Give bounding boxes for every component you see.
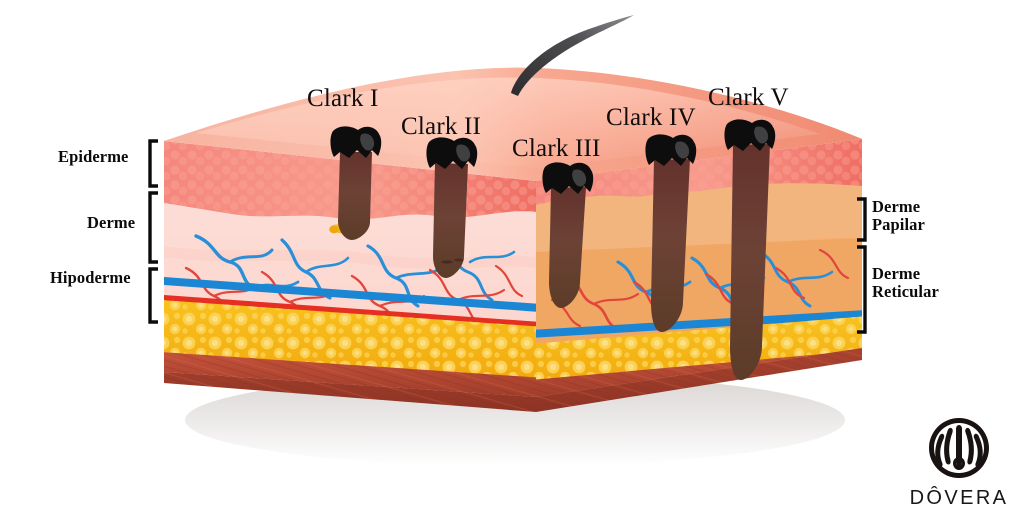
lesion-clark-5 (724, 119, 776, 380)
block-bottom-edge (164, 348, 862, 412)
bracket-derme-papilar (857, 197, 867, 242)
bracket-derme (148, 191, 158, 264)
label-hipoderme: Hipoderme (50, 268, 131, 287)
bracket-epiderme (148, 139, 158, 188)
melanoma-lesions (330, 119, 776, 380)
label-clark-3: Clark III (512, 135, 601, 162)
label-derme-reticular-line2: Reticular (872, 281, 939, 301)
label-clark-4: Clark IV (606, 104, 696, 131)
label-derme-reticular-line1: Derme (872, 264, 921, 283)
label-derme-papilar: Derme Papilar (872, 198, 925, 234)
layer-brackets (148, 139, 867, 334)
label-clark-1: Clark I (307, 85, 379, 112)
label-clark-5: Clark V (708, 84, 789, 111)
label-clark-2: Clark II (401, 113, 482, 140)
lesion-clark-1 (330, 126, 382, 240)
bracket-derme-reticular (857, 245, 867, 334)
brand-logo: DÔVERA (900, 415, 1018, 509)
label-derme: Derme (87, 213, 136, 232)
lesion-clark-3 (542, 162, 594, 308)
label-epiderme: Epiderme (58, 147, 129, 166)
label-derme-reticular: Derme Reticular (872, 265, 939, 301)
bracket-hipoderme (148, 267, 158, 324)
lesion-clark-4 (645, 134, 697, 332)
label-derme-papilar-line1: Derme (872, 197, 921, 216)
label-derme-papilar-line2: Papilar (872, 214, 925, 234)
lesion-clark-2 (426, 137, 478, 278)
brand-name: DÔVERA (909, 487, 1009, 509)
flame-circle-emblem (929, 418, 989, 478)
